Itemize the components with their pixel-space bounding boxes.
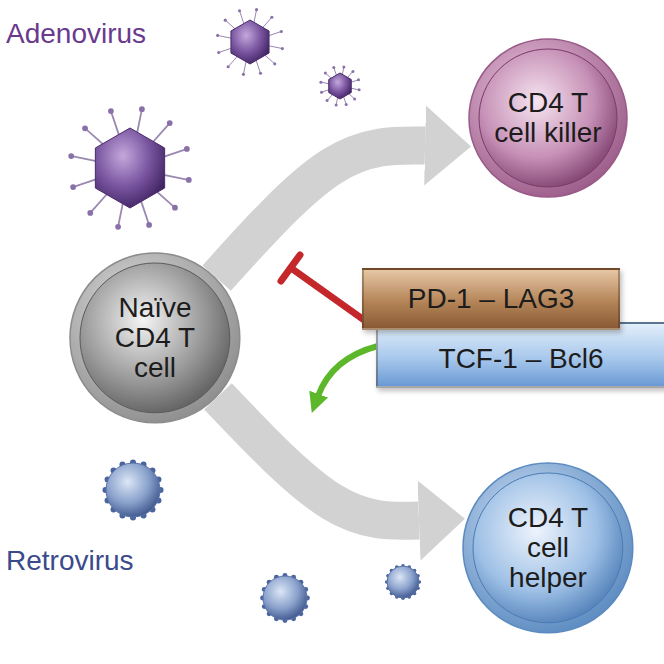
- virus-knob: [82, 125, 88, 131]
- virus-knob: [324, 72, 327, 75]
- virus-capsid: [329, 73, 352, 99]
- virus-label: Retrovirus: [6, 545, 134, 577]
- virus-knob: [87, 210, 93, 216]
- virus-knob: [357, 78, 360, 81]
- virus-knob: [270, 16, 273, 19]
- virus-knob: [216, 34, 219, 37]
- virus-envelope: [106, 463, 160, 517]
- helper-cell: CD4 T cell helper: [462, 462, 634, 634]
- virus-knob: [335, 104, 338, 107]
- inhibition-tee: [281, 255, 300, 281]
- virus-fiber: [161, 174, 186, 179]
- naive-cell: Naïve CD4 T cell: [69, 252, 241, 424]
- virus-envelope: [387, 566, 419, 598]
- factor-box: TCF-1 – Bcl6: [376, 322, 664, 388]
- killer-cell: CD4 T cell killer: [468, 38, 628, 198]
- virus-knob: [281, 47, 284, 50]
- cell-label: CD4 T cell helper: [489, 503, 607, 592]
- virus-knob: [238, 9, 241, 12]
- virus-knob: [320, 91, 323, 94]
- virus-capsid: [95, 128, 164, 208]
- virus-knob: [184, 146, 190, 152]
- inhibitor-box: PD-1 – LAG3: [362, 268, 620, 330]
- virus-knob: [167, 120, 173, 126]
- cell-label: Naïve CD4 T cell: [96, 293, 214, 382]
- virus-knob: [280, 30, 283, 33]
- adenovirus-particle: [216, 8, 284, 76]
- virus-knob: [186, 177, 192, 183]
- virus-fiber: [112, 113, 120, 138]
- virus-knob: [224, 19, 227, 22]
- virus-label: Adenovirus: [6, 18, 146, 50]
- virus-knob: [259, 72, 262, 75]
- virus-fiber: [92, 192, 109, 211]
- virus-capsid: [231, 20, 269, 64]
- virus-knob: [139, 106, 145, 112]
- virus-knob: [353, 97, 356, 100]
- adenovirus-particle: [319, 65, 360, 106]
- virus-knob: [68, 153, 74, 159]
- cell-label: TCF-1 – Bcl6: [439, 344, 604, 374]
- virus-knob: [115, 224, 121, 230]
- virus-knob: [255, 8, 258, 11]
- virus-knob: [332, 66, 335, 69]
- virus-fiber: [140, 198, 148, 223]
- virus-envelope: [263, 576, 307, 620]
- promotion-arrow: [318, 346, 378, 396]
- virus-knob: [319, 81, 322, 84]
- virus-fiber: [73, 156, 98, 161]
- differentiation-arrow: [217, 145, 425, 278]
- virus-knob: [172, 205, 178, 211]
- virus-knob: [342, 65, 345, 68]
- retrovirus-particle: [102, 459, 163, 520]
- virus-knob: [242, 73, 245, 76]
- inhibition-bar: [281, 255, 364, 320]
- virus-knob: [146, 222, 152, 228]
- inhibition-line: [291, 268, 364, 320]
- virus-knob: [351, 70, 354, 73]
- cell-label: PD-1 – LAG3: [408, 284, 575, 314]
- virus-knob: [70, 184, 76, 190]
- virus-fiber: [151, 125, 168, 144]
- retrovirus-particle: [385, 564, 421, 600]
- retrovirus-particle: [260, 573, 310, 623]
- virus-knob: [345, 103, 348, 106]
- virus-knob: [273, 62, 276, 65]
- virus-knob: [108, 108, 114, 114]
- cell-label: CD4 T cell killer: [489, 88, 607, 147]
- adenovirus-particle: [68, 106, 191, 229]
- virus-knob: [217, 51, 220, 54]
- virus-knob: [227, 65, 230, 68]
- virus-knob: [326, 99, 329, 102]
- differentiation-arrow: [218, 396, 419, 521]
- virus-knob: [358, 88, 361, 91]
